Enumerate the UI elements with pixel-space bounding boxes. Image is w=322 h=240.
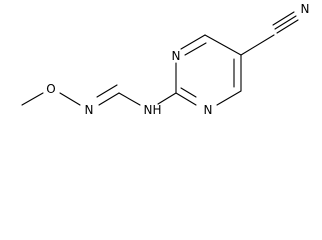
structure-canvas: N N N N H N O	[21, 2, 309, 117]
bond-o-ch3	[21, 92, 44, 106]
atom-n-nitrile: N	[301, 2, 310, 16]
pyrimidine-ring	[175, 34, 242, 106]
bond-n-o	[59, 92, 81, 106]
nitrile-group	[240, 11, 299, 56]
atom-n-amine: N	[144, 103, 153, 117]
amidine-chain	[21, 84, 177, 106]
triple-bond-2	[276, 19, 299, 34]
bond-nh-ch	[118, 92, 141, 106]
ring-bond-n1-c6	[180, 34, 206, 50]
triple-bond-3	[272, 11, 295, 26]
ring-bond-c6-c5	[204, 34, 242, 56]
bond-ch-n	[98, 92, 120, 106]
bond-c2-nh	[157, 92, 177, 105]
atom-o-methoxy: O	[46, 82, 55, 96]
atom-n-oxime: N	[85, 103, 94, 117]
atom-n-ring-bottom: N	[204, 103, 213, 117]
atom-n-ring-top: N	[172, 49, 181, 63]
ring-bond-n1-c6-double	[184, 42, 207, 56]
ring-bond-n3-c2-double	[180, 87, 197, 98]
ring-bond-n3-c2	[175, 92, 197, 106]
bond-ch-n-double	[96, 84, 118, 98]
bond-c5-cn	[240, 34, 275, 56]
atom-labels: N N N N H N O	[46, 2, 309, 117]
ring-bond-c4-n3	[216, 90, 242, 106]
triple-bond-1	[274, 15, 297, 30]
atom-h-amine: H	[152, 103, 161, 117]
